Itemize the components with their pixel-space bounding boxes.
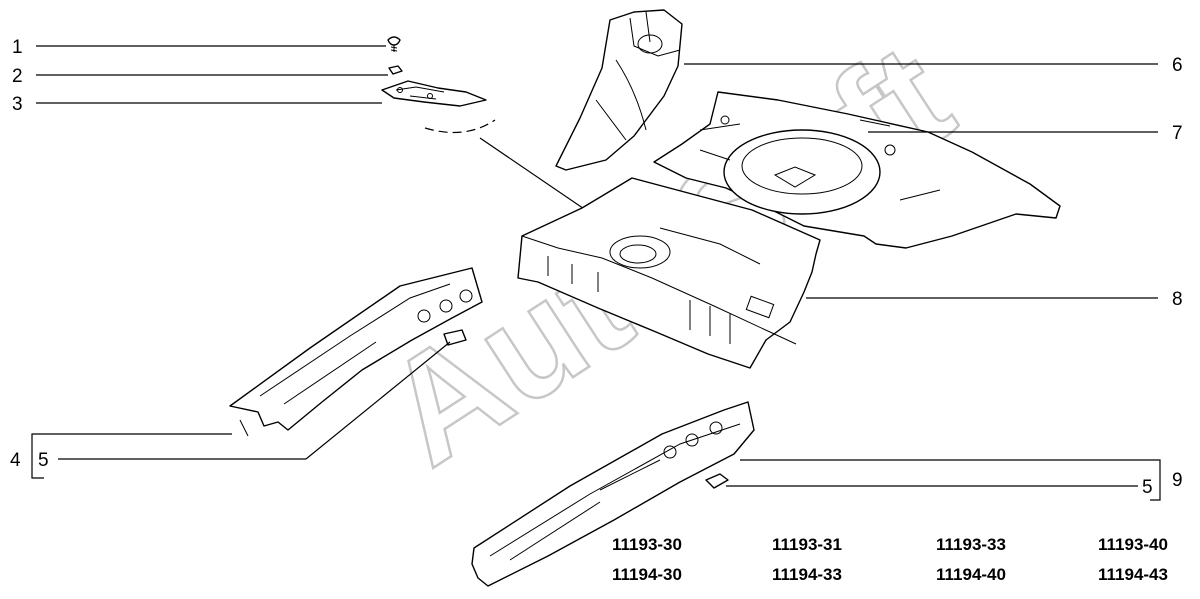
part-5-clip-left [443,329,467,346]
callout-1: 1 [12,37,23,58]
model-code: 11193-40 [1098,535,1168,554]
part-6-wheel-arch-panel [555,9,683,171]
callout-8: 8 [1172,289,1183,310]
callout-7: 7 [1172,123,1183,144]
model-code: 11194-43 [1098,565,1168,584]
part-5-clip-right [705,473,729,489]
part-9-side-member-right [471,401,755,587]
model-codes: 11193-30 11193-31 11193-33 11193-40 1119… [612,535,1168,584]
callout-5-right: 5 [1142,477,1153,498]
model-code: 11194-30 [612,565,682,584]
callout-4: 4 [10,450,21,471]
model-code: 11193-30 [612,535,682,554]
callout-2: 2 [12,66,23,87]
callout-9: 9 [1172,470,1183,491]
leader-lines [31,45,1161,501]
part-7-rear-shelf [653,91,1061,249]
callout-3: 3 [12,94,23,115]
callout-labels: 1 2 3 4 5 6 7 8 5 9 [10,37,1183,498]
model-code: 11194-33 [772,565,842,584]
callout-6: 6 [1172,55,1183,76]
model-code: 11193-31 [772,535,842,554]
model-code: 11194-40 [936,565,1006,584]
part-3-bracket [381,80,487,107]
part-1-screw [387,36,401,52]
part-8-rear-floor [517,177,821,369]
part-4-side-member-left [229,267,483,437]
model-code: 11193-33 [936,535,1006,554]
callout-5-left: 5 [38,450,49,471]
part-2-clip [388,65,403,75]
